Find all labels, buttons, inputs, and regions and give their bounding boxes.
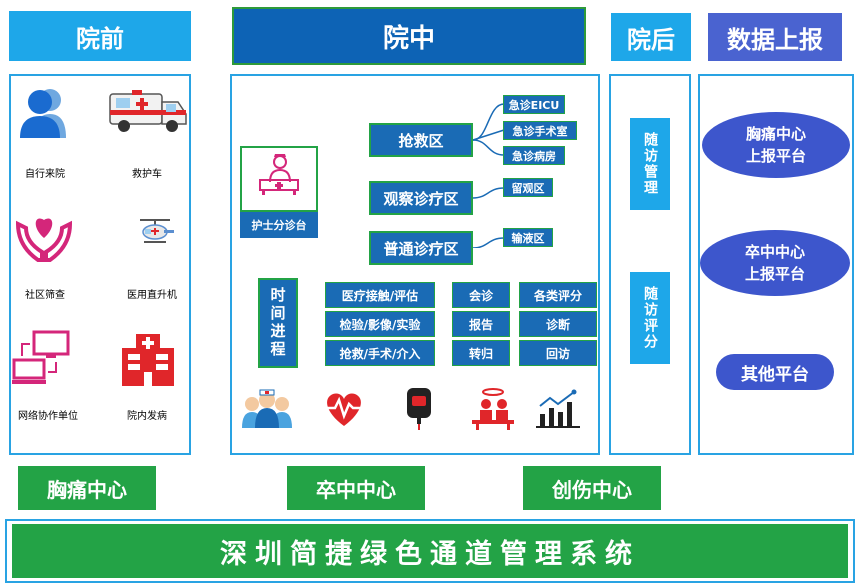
follow-up-scoring: 随访评分	[630, 272, 670, 364]
computer-network-icon	[12, 330, 72, 386]
grid-cell: 回访	[519, 340, 597, 366]
chest-pain-center: 胸痛中心	[18, 466, 156, 510]
other-platform: 其他平台	[716, 354, 834, 390]
pre-item-label: 自行来院	[25, 169, 65, 180]
grid-cell: 转归	[452, 340, 510, 366]
grid-cell: 诊断	[519, 311, 597, 337]
pre-item-label: 医用直升机	[127, 290, 177, 301]
nurse-desk-icon	[256, 152, 302, 196]
sub-zone-operating: 急诊手术室	[503, 121, 577, 140]
triage-desk-label: 护士分诊台	[240, 212, 318, 238]
post-hospital-header: 院后	[611, 13, 691, 61]
person-icon	[16, 84, 70, 140]
follow-up-management: 随访管理	[630, 118, 670, 210]
stroke-platform: 卒中中心 上报平台	[700, 230, 850, 296]
heartbeat-icon	[321, 390, 367, 428]
ambulance-icon	[108, 88, 188, 134]
helicopter-icon	[136, 216, 176, 246]
hospital-icon	[120, 332, 176, 386]
medical-team-icon	[240, 388, 294, 430]
pre-hospital-header: 院前	[9, 11, 191, 61]
pre-item-label: 院内发病	[127, 411, 167, 422]
in-hospital-header: 院中	[232, 7, 586, 65]
grid-cell: 医疗接触/评估	[325, 282, 435, 308]
zone-branch-lines	[472, 103, 505, 248]
bar-chart-icon	[536, 388, 580, 428]
pre-item-label: 社区筛查	[25, 290, 65, 301]
grid-cell: 会诊	[452, 282, 510, 308]
data-report-header: 数据上报	[708, 13, 842, 61]
trauma-center: 创伤中心	[523, 466, 661, 510]
grid-cell: 各类评分	[519, 282, 597, 308]
sub-zone-infusion: 输液区	[503, 228, 553, 247]
sub-zone-ward: 急诊病房	[503, 146, 565, 165]
general-zone: 普通诊疗区	[369, 231, 473, 265]
grid-cell: 抢救/手术/介入	[325, 340, 435, 366]
stroke-center: 卒中中心	[287, 466, 425, 510]
timeline-label: 时间进程	[258, 278, 298, 368]
rescue-zone: 抢救区	[369, 123, 473, 157]
sub-zone-eicu: 急诊EICU	[503, 95, 565, 114]
chest-pain-platform: 胸痛中心 上报平台	[702, 112, 850, 178]
observation-zone: 观察诊疗区	[369, 181, 473, 215]
heart-hands-icon	[14, 206, 74, 264]
sub-zone-observation: 留观区	[503, 178, 553, 197]
grid-cell: 报告	[452, 311, 510, 337]
surgery-icon	[470, 386, 516, 430]
pre-item-label: 网络协作单位	[18, 411, 78, 422]
pre-item-label: 救护车	[132, 169, 162, 180]
system-title: 深圳简捷绿色通道管理系统	[12, 524, 848, 578]
grid-cell: 检验/影像/实验	[325, 311, 435, 337]
iv-drip-icon	[404, 386, 434, 432]
